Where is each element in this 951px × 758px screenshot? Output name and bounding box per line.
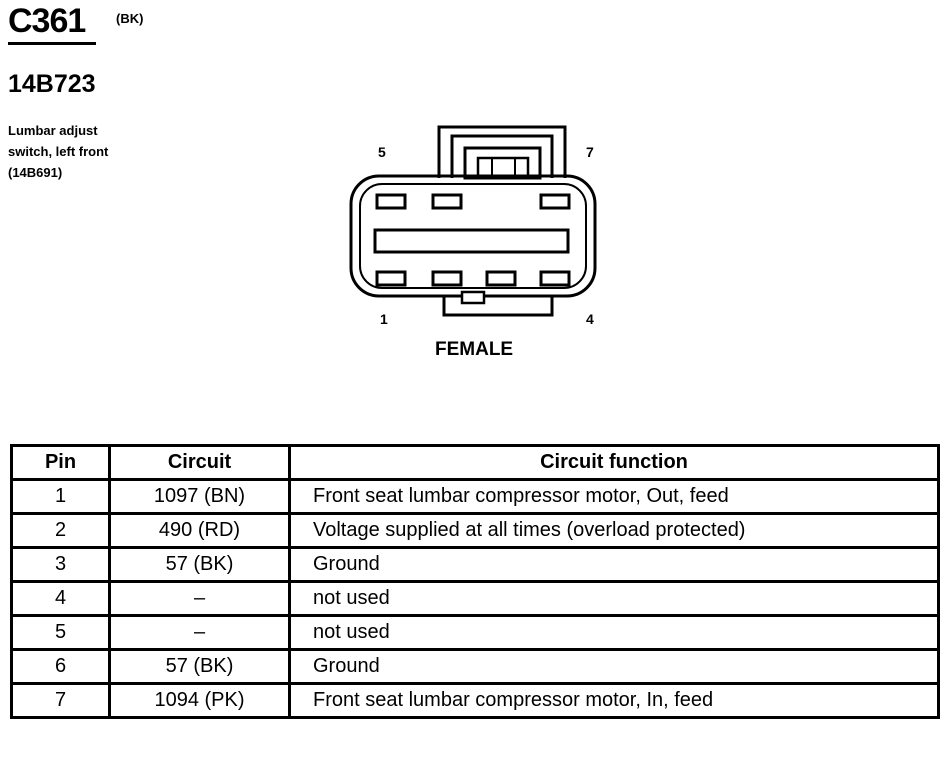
column-header-circuit: Circuit xyxy=(108,444,291,481)
cell-pin: 3 xyxy=(10,546,111,583)
cell-circuit: – xyxy=(108,614,291,651)
connector-latch-inner xyxy=(476,156,530,178)
pin-label-4: 4 xyxy=(586,311,594,327)
description-line: Lumbar adjust xyxy=(8,123,98,138)
connector-housing-inner xyxy=(359,183,587,289)
pin-cavity xyxy=(539,270,571,287)
pinout-table: Pin Circuit Circuit function 1 1097 (BN)… xyxy=(10,444,940,719)
cell-pin: 2 xyxy=(10,512,111,549)
cell-function: not used xyxy=(288,580,940,617)
pin-cavity xyxy=(431,193,463,210)
pin-label-5: 5 xyxy=(378,144,386,160)
pin-cavity xyxy=(431,270,463,287)
pin-label-7: 7 xyxy=(586,144,594,160)
connector-lock-inner xyxy=(450,134,554,178)
table-row: 1 1097 (BN) Front seat lumbar compressor… xyxy=(10,478,940,515)
part-number: 14B723 xyxy=(8,70,96,98)
column-header-function: Circuit function xyxy=(288,444,940,481)
cell-function: Ground xyxy=(288,546,940,583)
cell-circuit: 57 (BK) xyxy=(108,648,291,685)
table-row: 5 – not used xyxy=(10,614,940,651)
connector-latch xyxy=(463,146,542,180)
table-row: 7 1094 (PK) Front seat lumbar compressor… xyxy=(10,682,940,719)
table-header-row: Pin Circuit Circuit function xyxy=(10,444,940,481)
pin-cavity xyxy=(375,270,407,287)
cell-pin: 5 xyxy=(10,614,111,651)
cell-circuit: – xyxy=(108,580,291,617)
connector-id-underline xyxy=(8,42,96,45)
cell-pin: 1 xyxy=(10,478,111,515)
cell-pin: 6 xyxy=(10,648,111,685)
table-row: 2 490 (RD) Voltage supplied at all times… xyxy=(10,512,940,549)
table-row: 6 57 (BK) Ground xyxy=(10,648,940,685)
cell-pin: 4 xyxy=(10,580,111,617)
cell-circuit: 1097 (BN) xyxy=(108,478,291,515)
cell-circuit: 490 (RD) xyxy=(108,512,291,549)
table-row: 3 57 (BK) Ground xyxy=(10,546,940,583)
cell-function: not used xyxy=(288,614,940,651)
center-bar-cavity xyxy=(373,228,570,254)
cell-pin: 7 xyxy=(10,682,111,719)
connector-key xyxy=(442,296,554,317)
description-line: switch, left front xyxy=(8,144,109,159)
gender-label: FEMALE xyxy=(435,339,514,360)
component-description: Lumbar adjust switch, left front (14B691… xyxy=(8,120,108,183)
cell-function: Voltage supplied at all times (overload … xyxy=(288,512,940,549)
connector-face-diagram xyxy=(349,125,597,317)
description-line: (14B691) xyxy=(8,165,63,180)
connector-lock-tab xyxy=(437,125,567,178)
pin-label-1: 1 xyxy=(380,311,388,327)
connector-key-notch xyxy=(460,290,486,305)
cell-circuit: 1094 (PK) xyxy=(108,682,291,719)
pin-cavity xyxy=(485,270,517,287)
connector-color: (BK) xyxy=(116,11,144,26)
pin-cavity xyxy=(539,193,571,210)
column-header-pin: Pin xyxy=(10,444,111,481)
pin-cavity xyxy=(375,193,407,210)
cell-function: Front seat lumbar compressor motor, Out,… xyxy=(288,478,940,515)
cell-function: Ground xyxy=(288,648,940,685)
table-row: 4 – not used xyxy=(10,580,940,617)
cell-circuit: 57 (BK) xyxy=(108,546,291,583)
connector-id: C361 xyxy=(8,2,86,40)
cell-function: Front seat lumbar compressor motor, In, … xyxy=(288,682,940,719)
